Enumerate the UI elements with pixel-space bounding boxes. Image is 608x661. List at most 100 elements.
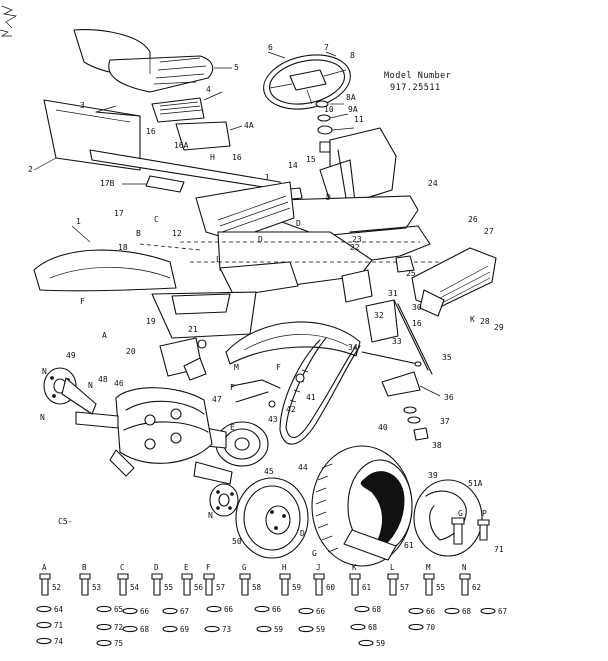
- bolt-shank: [351, 578, 359, 596]
- callout-cJ1: J: [264, 173, 269, 182]
- part-number: 74: [54, 637, 64, 646]
- callout-c40: 40: [378, 423, 388, 432]
- hardware-small-part: 67: [480, 607, 507, 616]
- callout-c11: 11: [354, 115, 364, 124]
- callout-cG2: G: [312, 549, 317, 558]
- hardware-small-part: 66: [206, 605, 234, 614]
- washer-icon: [96, 639, 112, 647]
- callout-cF3: F: [230, 383, 235, 392]
- part-number: 70: [426, 623, 436, 632]
- bolt-letter: M: [426, 563, 431, 572]
- part-number: 59: [316, 625, 325, 634]
- hardware-small-part: 68: [122, 625, 150, 634]
- bolt-shank: [153, 578, 161, 596]
- callout-c35: 35: [442, 353, 452, 362]
- bolt-head: [313, 573, 325, 580]
- bolt-number: 55: [164, 583, 173, 592]
- bolt-letter: H: [282, 563, 287, 572]
- callout-cN3: N: [40, 413, 45, 422]
- callout-c41: 41: [306, 393, 316, 402]
- washer-icon: [254, 605, 270, 613]
- washer-icon: [204, 625, 220, 633]
- bolt-number: 57: [400, 583, 409, 592]
- callout-c16c: 16: [232, 153, 242, 162]
- washer-icon: [408, 607, 424, 615]
- bolt-shank: [81, 578, 89, 596]
- bolt-shank: [315, 578, 323, 596]
- callout-c16a: 16: [146, 127, 156, 136]
- hardware-small-part: 66: [298, 607, 326, 616]
- hardware-small-part: 66: [254, 605, 282, 614]
- bolt-letter: C: [120, 563, 125, 572]
- callout-c19: 19: [146, 317, 156, 326]
- callout-c28: 28: [480, 317, 490, 326]
- callout-c23: 23: [352, 235, 362, 244]
- washer-icon: [96, 623, 112, 631]
- callout-cE1: E: [230, 423, 235, 432]
- callout-c37: 37: [440, 417, 450, 426]
- right-footrest: [411, 247, 497, 317]
- front-fender: [33, 225, 177, 292]
- clip-linkage: [231, 373, 305, 408]
- callout-c30: 30: [412, 303, 422, 312]
- part-number: 72: [114, 623, 123, 632]
- hardware-small-part: 70: [408, 623, 436, 632]
- washer-icon: [36, 637, 52, 645]
- callout-cB1: B: [136, 229, 141, 238]
- callout-c4a: 4A: [244, 121, 254, 130]
- bolt-letter: B: [82, 563, 87, 572]
- callout-c61: 61: [404, 541, 414, 550]
- part-number: 59: [376, 639, 385, 648]
- bolt-number: 60: [326, 583, 336, 592]
- bolt-head: [239, 573, 251, 580]
- bolt-shank: [425, 578, 433, 596]
- rear-hub: [209, 483, 239, 517]
- washer-icon: [96, 605, 112, 613]
- callout-cD2: D: [296, 219, 301, 228]
- part-number: 69: [180, 625, 189, 634]
- rear-body-panel: [33, 99, 141, 171]
- washer-icon: [408, 623, 424, 631]
- callout-c38: 38: [432, 441, 442, 450]
- bolt-letter: J: [316, 563, 321, 572]
- callout-c26: 26: [468, 215, 478, 224]
- wheel-rim: [235, 477, 309, 559]
- bolt-head: [117, 573, 129, 580]
- bolt-letter: G: [242, 563, 247, 572]
- bolt-letter: D: [154, 563, 159, 572]
- callout-c42: 42: [286, 405, 296, 414]
- washer-icon: [358, 639, 374, 647]
- part-number: 66: [224, 605, 234, 614]
- hardware-small-part: 71: [36, 621, 63, 630]
- callout-c8: 8: [350, 51, 355, 60]
- callout-c17: 17: [114, 209, 124, 218]
- callout-c15: 15: [306, 155, 316, 164]
- callout-cL1: L: [216, 255, 221, 264]
- hardware-small-part: 68: [444, 607, 472, 616]
- part-number: 68: [372, 605, 382, 614]
- callout-c45: 45: [264, 467, 274, 476]
- transaxle: [75, 387, 233, 485]
- bolt-head: [423, 573, 435, 580]
- hardware-small-part: 72: [96, 623, 123, 632]
- callout-c50: 50: [232, 537, 242, 546]
- hardware-small-part: 68: [354, 605, 382, 614]
- hardware-bolt-g: G58: [239, 563, 262, 596]
- part-number: 59: [274, 625, 283, 634]
- hardware-bolt-h: H 59: [279, 563, 301, 596]
- hardware-small-part: 59: [298, 625, 325, 634]
- front-hub-left: [43, 367, 97, 415]
- bolt-number: 57: [216, 583, 225, 592]
- callout-cD3: D: [258, 235, 263, 244]
- page-mark: C5-: [58, 517, 72, 526]
- callout-c17b: 17B: [100, 179, 115, 188]
- bolt-number: 59: [292, 583, 301, 592]
- hardware-small-part: 67: [162, 607, 189, 616]
- hardware-bolt-d: D 55: [151, 563, 173, 596]
- part-number: 68: [140, 625, 150, 634]
- callout-c36: 36: [444, 393, 454, 402]
- callout-c47: 47: [212, 395, 222, 404]
- hardware-small-part: 59: [256, 625, 283, 634]
